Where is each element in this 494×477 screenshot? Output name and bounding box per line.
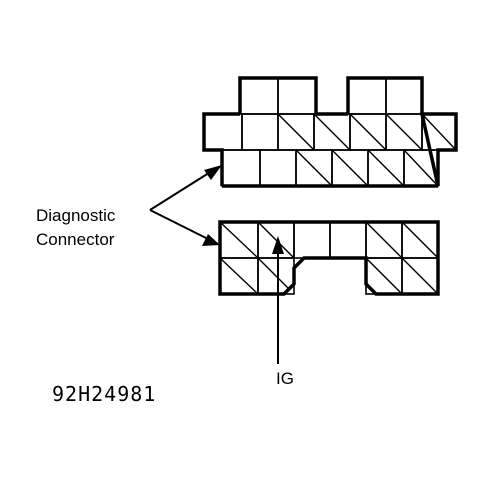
upper-connector-left-tab <box>238 76 318 115</box>
lower-connector-outline <box>218 220 440 296</box>
ig-pointer-arrow <box>272 236 284 364</box>
lower-connector-bottom-left <box>219 257 295 295</box>
leader-line-upper <box>149 170 213 211</box>
figure-code: 92H24981 <box>52 382 156 406</box>
upper-connector-middle-row <box>203 113 457 151</box>
arrow-head-upper <box>204 165 222 180</box>
ig-arrow-head <box>272 236 284 254</box>
ig-terminal-label: IG <box>276 369 294 388</box>
upper-connector <box>202 76 458 188</box>
lower-connector-top-row <box>219 221 439 259</box>
upper-connector-outline <box>202 112 458 187</box>
upper-connector-bottom-row <box>221 149 439 187</box>
connector-label-line2: Connector <box>36 230 115 249</box>
lower-connector-bottom-right <box>365 257 439 295</box>
upper-connector-right-tab <box>346 76 424 115</box>
connector-label-line1: Diagnostic <box>36 206 116 225</box>
lower-connector <box>218 220 440 296</box>
arrow-head-lower <box>202 234 220 246</box>
leader-line-lower <box>149 209 211 241</box>
connector-leader-arrows <box>149 165 222 246</box>
